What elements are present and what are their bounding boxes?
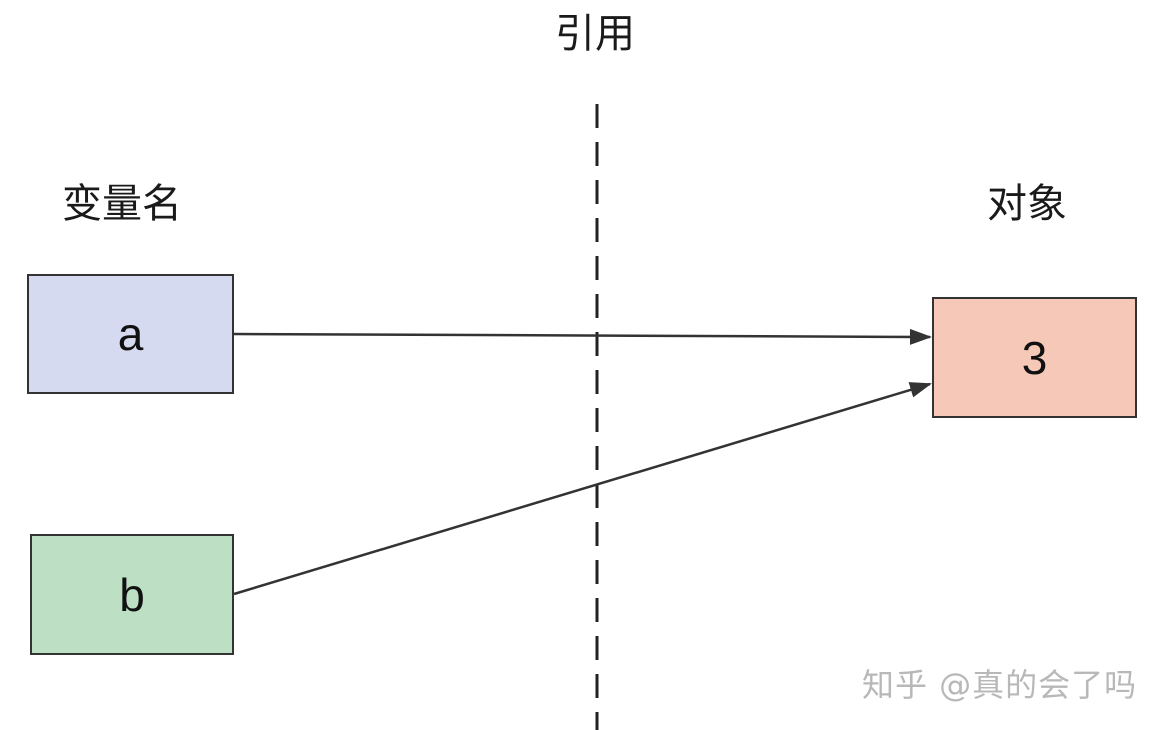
variable-b-box: b xyxy=(30,534,234,655)
object-label: 对象 xyxy=(987,181,1067,227)
zhihu-watermark: 知乎 @真的会了吗 xyxy=(862,666,1138,704)
variable-b-text: b xyxy=(119,568,145,621)
variable-a-text: a xyxy=(117,308,144,360)
variable-a-box: a xyxy=(27,274,234,394)
arrow-a-to-object xyxy=(233,328,932,345)
arrow-b-to-object xyxy=(233,382,932,596)
variable-name-label: 变量名 xyxy=(62,181,182,227)
object-3-text: 3 xyxy=(1021,331,1048,384)
object-3-box: 3 xyxy=(932,297,1137,418)
reference-label: 引用 xyxy=(555,11,635,57)
